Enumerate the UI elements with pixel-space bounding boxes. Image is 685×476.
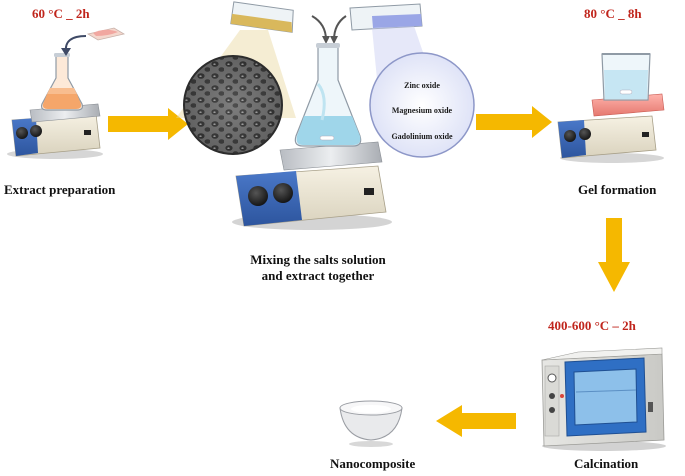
arrow-mixing-to-gel: [476, 106, 552, 138]
mixing-flask-icon: [294, 43, 362, 147]
knob-icon: [30, 125, 42, 137]
nanocomposite-label: Nanocomposite: [330, 456, 416, 471]
knob-icon: [16, 127, 28, 139]
arrow-extract-to-mixing: [108, 108, 188, 140]
arrow-calcination-to-product: [436, 405, 516, 437]
extract-flask-icon: [40, 53, 84, 111]
mixing-label-line1: Mixing the salts solution: [250, 252, 386, 267]
gel-beaker-icon: [601, 53, 651, 101]
knob-icon: [248, 186, 268, 206]
salt-label-zinc-oxide: Zinc oxide: [404, 81, 440, 90]
extract-condition: 60 °C _ 2h: [32, 6, 90, 21]
extract-hotplate: [7, 103, 103, 159]
gel-hotplate: [557, 93, 665, 163]
calcination-label: Calcination: [574, 456, 639, 471]
mixing-hotplate: [232, 141, 392, 230]
gel-label: Gel formation: [578, 182, 657, 197]
salts-beaker-pouring-icon: [349, 3, 423, 31]
salts-bubble: [369, 52, 475, 158]
knob-icon: [273, 183, 293, 203]
gel-condition: 80 °C _ 8h: [584, 6, 642, 21]
extract-beaker-pouring-icon: [230, 1, 294, 33]
knob-icon: [579, 128, 591, 140]
calcination-oven-icon: [541, 347, 666, 451]
nanocomposite-bowl-icon: [339, 400, 403, 447]
plant-powder-icon: [86, 27, 126, 41]
arrow-gel-to-calcination: [598, 218, 630, 292]
salt-label-gadolinium-oxide: Gadolinium oxide: [391, 132, 453, 141]
calcination-condition: 400-600 °C – 2h: [548, 318, 636, 333]
mixing-label-line2: and extract together: [261, 268, 375, 283]
extract-label: Extract preparation: [4, 182, 116, 197]
knob-icon: [564, 130, 576, 142]
porous-structure-magnifier: [183, 55, 283, 155]
salt-label-magnesium-oxide: Magnesium oxide: [392, 106, 453, 115]
